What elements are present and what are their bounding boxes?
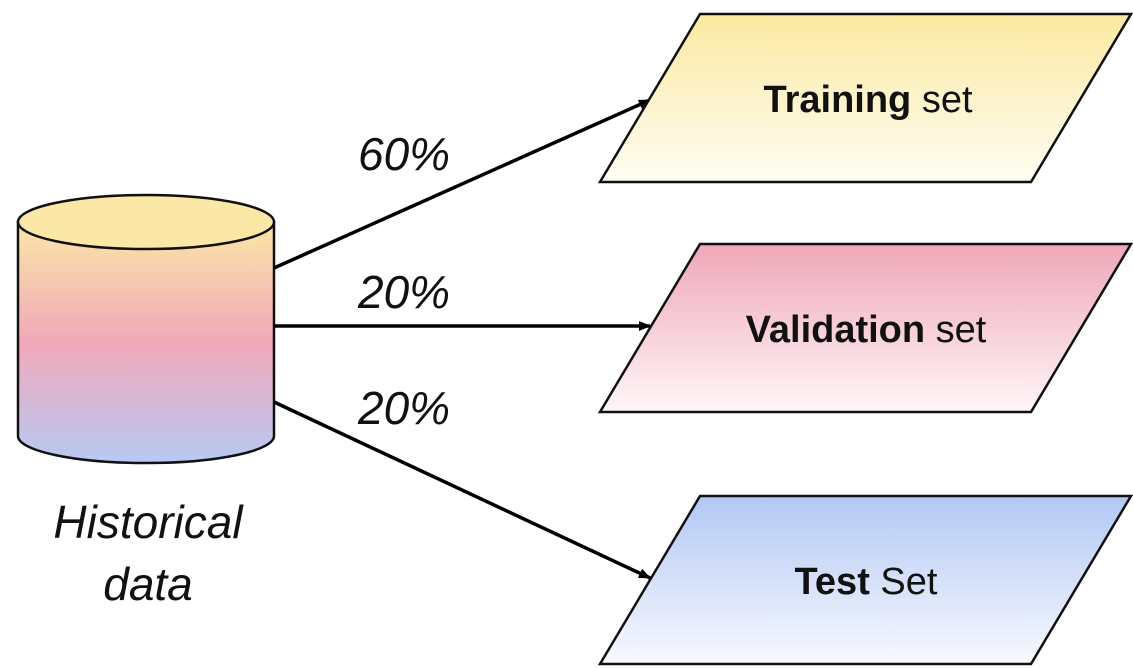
percent-label-validation: 20%	[357, 266, 450, 318]
cylinder-top	[16, 193, 276, 251]
percent-label-test: 20%	[357, 382, 450, 434]
arrow-to-training	[273, 98, 651, 270]
test-set-label-bold: Test	[795, 561, 871, 603]
svg-text:Validation set: Validation set	[746, 309, 987, 351]
svg-text:Training set: Training set	[763, 79, 972, 121]
training-set-label-rest: set	[911, 79, 973, 121]
source-label-line1: Historical	[53, 496, 244, 548]
svg-text:Test Set: Test Set	[795, 561, 938, 603]
cylinder-body	[16, 220, 276, 465]
arrow-to-test	[273, 400, 651, 580]
validation-set-label-rest: set	[925, 309, 987, 351]
test-set-label-rest: Set	[870, 561, 938, 603]
test-set-box: Test Set	[597, 494, 1133, 666]
training-set-box: Training set	[597, 12, 1133, 184]
database-cylinder	[16, 193, 276, 465]
validation-set-label-bold: Validation	[746, 309, 925, 351]
validation-set-box: Validation set	[597, 242, 1133, 414]
source-label-line2: data	[103, 558, 193, 610]
training-set-label-bold: Training	[763, 79, 911, 121]
percent-label-training: 60%	[358, 128, 450, 180]
